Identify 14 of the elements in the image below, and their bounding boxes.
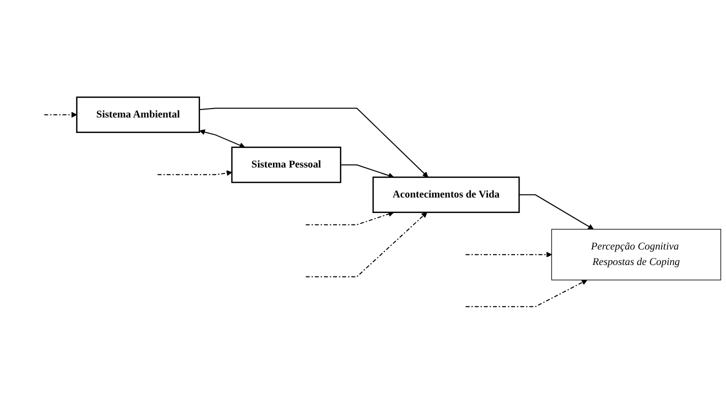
arrow <box>305 210 394 225</box>
arrow <box>198 107 428 178</box>
arrow <box>44 112 78 118</box>
arrow <box>340 164 394 178</box>
arrow <box>518 194 594 230</box>
node-box: Acontecimentos de Vida <box>372 176 520 213</box>
arrow <box>465 279 588 307</box>
node-box: Sistema Pessoal <box>231 146 342 183</box>
arrow <box>157 170 232 176</box>
arrow <box>465 251 552 258</box>
node-box: Sistema Ambiental <box>76 96 200 133</box>
arrow <box>199 129 246 148</box>
arrow <box>305 212 428 277</box>
node-box: Percepção Cognitiva Respostas de Coping <box>551 228 722 280</box>
